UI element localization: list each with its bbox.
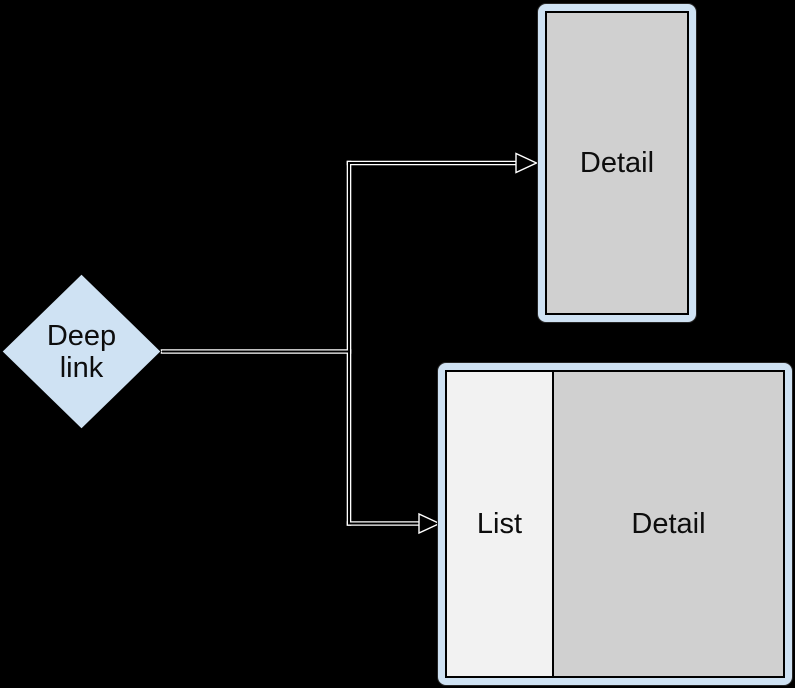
phone-frame: Detail bbox=[537, 3, 697, 323]
deep-link-diamond bbox=[1, 273, 162, 430]
arrowhead-to-tablet-icon bbox=[418, 512, 442, 535]
phone-detail-pane: Detail bbox=[579, 146, 655, 179]
tablet-list-pane: List bbox=[447, 372, 554, 676]
tablet-screen: List Detail bbox=[445, 370, 785, 678]
connector-core bbox=[162, 162, 520, 525]
tablet-detail-pane: Detail bbox=[554, 372, 783, 676]
tablet-frame: List Detail bbox=[437, 362, 793, 686]
arrowhead-to-phone-icon bbox=[515, 152, 539, 174]
phone-screen: Detail bbox=[545, 11, 689, 315]
